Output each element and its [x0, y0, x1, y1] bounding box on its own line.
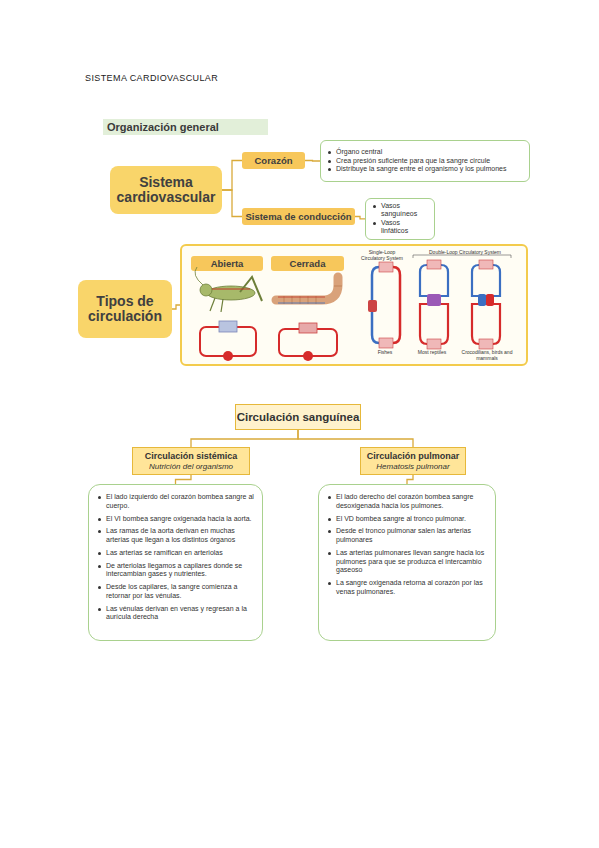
connector-line [191, 430, 298, 447]
body-capillaries [379, 338, 393, 348]
dorsal-vessel [212, 289, 250, 290]
bullet-item: El VD bombea sangre al tronco pulmonar. [327, 515, 487, 524]
bullet-item: Crea presión suficiente para que la sang… [327, 157, 523, 165]
heart-symbol [368, 300, 377, 312]
bullet-item: Vasos sanguíneos [372, 202, 428, 219]
box-text: Hematosis pulmonar [376, 462, 449, 471]
box-text: Cerrada [290, 258, 326, 269]
ventral-vessel [278, 303, 325, 304]
connector-line [355, 217, 365, 219]
insect-body [207, 286, 255, 300]
connector-line [222, 190, 242, 217]
bullet-list-box: Órgano centralCrea presión suficiente pa… [320, 140, 530, 182]
body-capillaries [427, 339, 441, 349]
lung-capillaries [427, 260, 441, 269]
body-capillaries [479, 339, 493, 349]
connector-line [222, 161, 242, 191]
box-text: Circulación sistémica [145, 451, 238, 461]
box-text: Organización general [107, 121, 219, 133]
bullet-item: Órgano central [327, 148, 523, 156]
concept-box: Sistema de conducción [242, 208, 355, 225]
figure-caption: Single-Loop Circulatory System [360, 250, 404, 261]
branch-box: Circulación sistémicaNutrición del organ… [132, 447, 250, 475]
connector-line [172, 305, 180, 309]
bullet-item: Las vénulas derivan en venas y regresan … [97, 605, 254, 623]
bullet-item: Desde el tronco pulmonar salen las arter… [327, 527, 487, 545]
figure-caption: Double-Loop Circulatory System [418, 250, 512, 256]
connector-line [298, 430, 413, 447]
box-text: Corazón [255, 155, 293, 166]
tissue-sinus [219, 321, 237, 332]
main-concept-box: Tipos de circulación [78, 280, 172, 338]
box-text: Abierta [211, 258, 244, 269]
dorsal-vessel [278, 297, 325, 298]
bullet-item: Las arterias se ramifican en arteriolas [97, 549, 254, 558]
figure-caption: Crocodilians, birds and mammals [454, 350, 520, 361]
document-title: SISTEMA CARDIOVASCULAR [85, 73, 218, 83]
figure-caption: Fishes [368, 350, 402, 356]
heart-symbol [223, 351, 233, 361]
bullet-item: Vasos linfáticos [372, 219, 428, 236]
connector-line [407, 475, 413, 484]
figure-label-box: Abierta [191, 256, 263, 271]
bullet-list-box: Vasos sanguíneosVasos linfáticos [365, 198, 435, 240]
heart-symbol [303, 351, 313, 361]
heart-right-side [478, 294, 486, 306]
bullet-item: El lado derecho del corazón bombea sangr… [327, 493, 487, 511]
bullet-item: El VI bombea sangre oxigenada hacia la a… [97, 515, 254, 524]
bullet-item: La sangre oxigenada retorna al corazón p… [327, 579, 487, 597]
capillary-net [299, 323, 317, 333]
bullet-item: El lado izquierdo del corazón bombea san… [97, 493, 254, 511]
connector-line [176, 475, 192, 484]
bullet-item: Distribuye la sangre entre el organismo … [327, 165, 523, 173]
box-text: Tipos de circulación [78, 294, 172, 325]
figure-caption: Most reptiles [410, 350, 454, 356]
heart-symbol [427, 294, 441, 306]
section-band: Organización general [103, 119, 268, 135]
insect-head [200, 284, 212, 296]
bullet-list-box: El lado derecho del corazón bombea sangr… [318, 484, 496, 641]
heart-left-side [486, 294, 494, 306]
bullet-list-box: El lado izquierdo del corazón bombea san… [88, 484, 263, 641]
main-concept-box: Sistema cardiovascular [110, 166, 222, 214]
bullet-item: Las ramas de la aorta derivan en muchas … [97, 527, 254, 545]
box-text: Sistema cardiovascular [110, 175, 222, 206]
root-concept-box: Circulación sanguínea [235, 404, 361, 430]
box-text: Circulación sanguínea [237, 411, 360, 423]
figure-label-box: Cerrada [271, 256, 344, 271]
bullet-item: Las arterias pulmonares llevan sangre ha… [327, 549, 487, 575]
lung-capillaries [479, 260, 493, 269]
gill-capillaries [379, 262, 393, 272]
box-text: Circulación pulmonar [367, 451, 460, 461]
concept-box: Corazón [242, 152, 305, 169]
bullet-item: Desde los capilares, la sangre comienza … [97, 583, 254, 601]
box-text: Nutrición del organismo [149, 462, 233, 471]
bullet-item: De arteriolas llegamos a capilares donde… [97, 562, 254, 580]
box-text: Sistema de conducción [245, 211, 351, 222]
branch-box: Circulación pulmonarHematosis pulmonar [360, 447, 466, 475]
connector-line [305, 160, 320, 162]
